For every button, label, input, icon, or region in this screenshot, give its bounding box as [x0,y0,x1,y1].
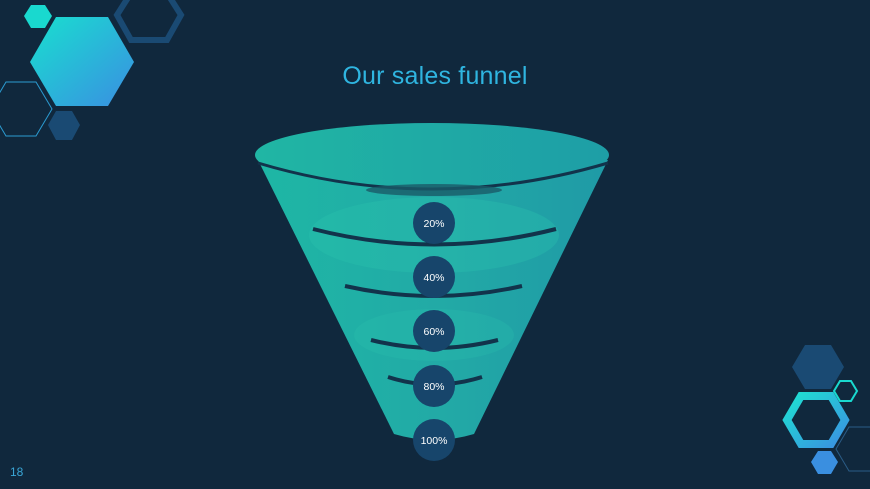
hexagon-ring-gradient [782,392,850,448]
stage-badge: 100% [413,419,455,461]
hexagon-outline-navy [113,0,185,43]
funnel-divider-1 [312,227,557,247]
stage-label: 80% [423,381,444,393]
hexagon-small-blue [811,451,838,474]
stage-badge: 60% [413,310,455,352]
slide-title: Our sales funnel [342,62,528,90]
funnel-body [258,160,608,440]
hexagon-outline-teal-small [832,380,859,402]
page-number: 18 [10,465,24,479]
hexagon-small-cyan [24,5,52,28]
hexagon-large-gradient [30,17,134,106]
stage-label: 60% [423,326,444,338]
funnel-throat-shadow [366,184,502,196]
stage-badge: 20% [413,202,455,244]
funnel-rim [255,123,609,187]
decor-bottom-right [782,345,870,474]
hexagon-outline-thin-right [835,426,870,472]
hexagon-small-navy [48,111,80,140]
stage-label: 40% [423,272,444,284]
funnel-diagram: 20% 40% 60% 80% 100% [255,123,609,461]
hexagon-outline-thin [0,81,53,137]
stage-badge: 40% [413,256,455,298]
decor-top-left [0,0,185,140]
hexagon-navy-large [792,345,844,389]
stage-badge: 80% [413,365,455,407]
stage-label: 100% [421,435,448,447]
stage-label: 20% [423,218,444,230]
